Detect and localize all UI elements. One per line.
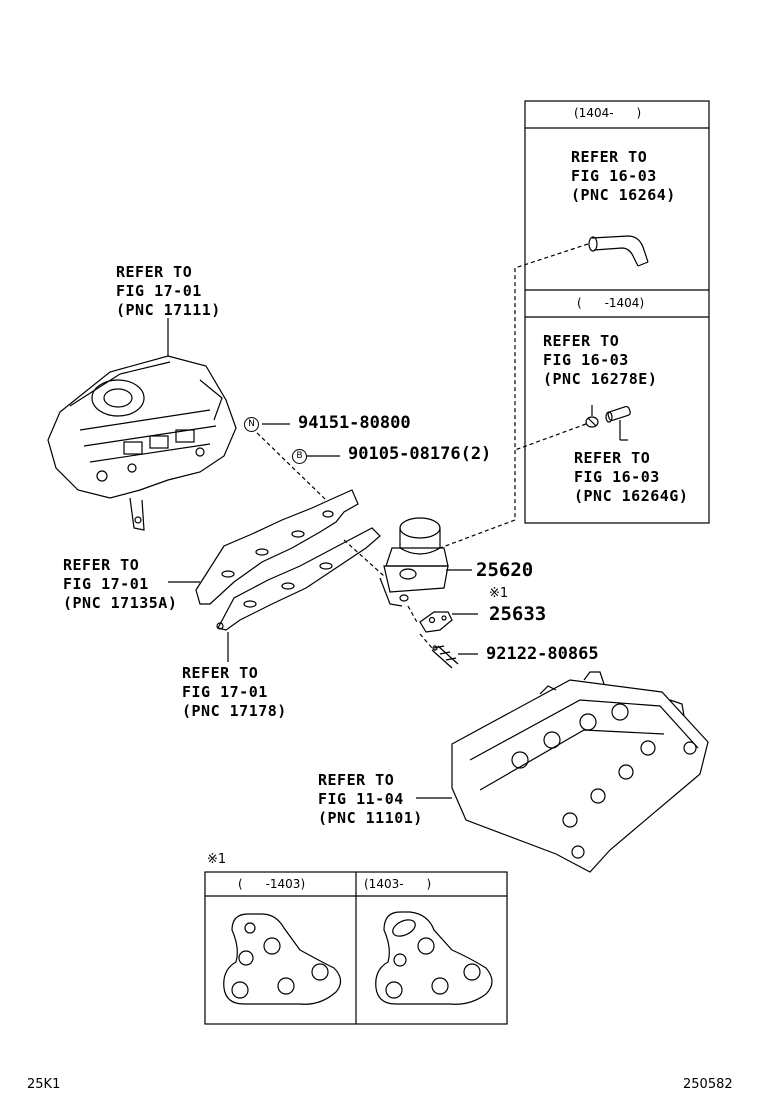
intake-manifold-drawing	[47, 355, 237, 531]
part-92122-80865: 92122-80865	[486, 644, 599, 664]
marker-b-icon: B	[292, 449, 307, 464]
ref-head-line1: REFER TO	[318, 771, 395, 789]
hose-16264-drawing	[588, 235, 649, 267]
inset-mid-ref-a-line2: FIG 16-03	[543, 351, 629, 369]
bottom-inset-left-header: ( -1403)	[238, 877, 306, 891]
marker-n-icon: N	[244, 417, 259, 432]
ref-head-line2: FIG 11-04	[318, 790, 404, 808]
egr-gasket-drawing	[419, 611, 453, 633]
cylinder-head-drawing	[451, 671, 709, 873]
part-94151-80800: 94151-80800	[298, 413, 411, 433]
inset-top-ref-line3: (PNC 16264)	[571, 186, 676, 204]
stud-bolt-drawing	[431, 645, 459, 669]
ref-gasket-a-line2: FIG 17-01	[63, 575, 149, 593]
ref-manifold-line2: FIG 17-01	[116, 282, 202, 300]
inset-top-ref-line1: REFER TO	[571, 148, 648, 166]
inset-mid-header: ( -1404)	[577, 296, 645, 310]
part-90105-08176: 90105-08176(2)	[348, 444, 492, 464]
ref-gasket-b-line1: REFER TO	[182, 664, 259, 682]
ref-manifold-line1: REFER TO	[116, 263, 193, 281]
ref-gasket-b-line3: (PNC 17178)	[182, 702, 287, 720]
footer-left-code: 25K1	[27, 1077, 61, 1092]
inset-right-frame	[524, 100, 710, 524]
inset-mid-ref-b-line3: (PNC 16264G)	[574, 487, 689, 505]
inset-mid-ref-a-line1: REFER TO	[543, 332, 620, 350]
gasket-new-drawing	[375, 911, 493, 1005]
gasket-17135a-drawing	[195, 489, 359, 605]
bottom-inset-right-header: (1403- )	[364, 877, 432, 891]
egr-valve-drawing	[379, 517, 449, 607]
inset-top-header: (1404- )	[574, 106, 642, 120]
ref-gasket-b-line2: FIG 17-01	[182, 683, 268, 701]
inset-top-ref-line2: FIG 16-03	[571, 167, 657, 185]
part-25620: 25620	[476, 559, 534, 581]
ref-head-line3: (PNC 11101)	[318, 809, 423, 827]
ref-gasket-a-line3: (PNC 17135A)	[63, 594, 178, 612]
clamp-16278e-drawing	[585, 416, 599, 428]
inset-mid-ref-b-line1: REFER TO	[574, 449, 651, 467]
inset-mid-ref-a-line3: (PNC 16278E)	[543, 370, 658, 388]
footer-right-code: 250582	[683, 1077, 733, 1092]
ref-gasket-a-line1: REFER TO	[63, 556, 140, 574]
gasket-old-drawing	[223, 913, 342, 1005]
part-25633-note: ※1	[489, 586, 509, 601]
inset-mid-ref-b-line2: FIG 16-03	[574, 468, 660, 486]
hose-16264g-drawing	[605, 405, 631, 423]
bottom-inset-note: ※1	[207, 852, 227, 867]
ref-manifold-line3: (PNC 17111)	[116, 301, 221, 319]
gasket-17178-drawing	[216, 527, 381, 631]
part-25633: 25633	[489, 603, 547, 625]
